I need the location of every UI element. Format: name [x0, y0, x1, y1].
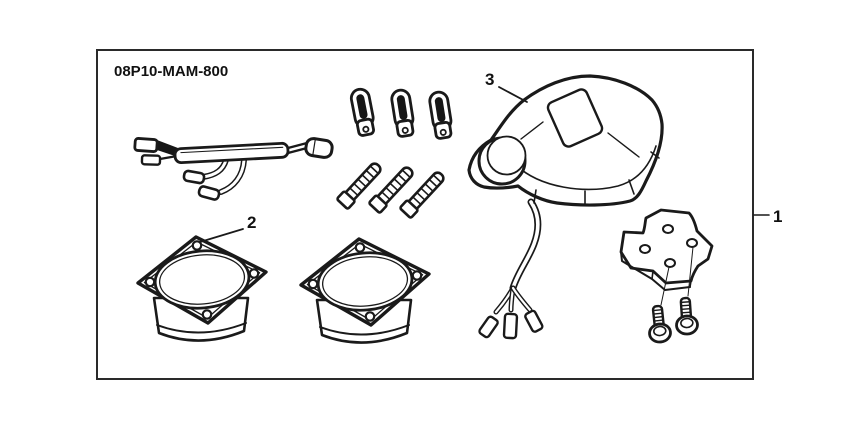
harness-terminal-b — [197, 185, 221, 201]
callout-2: 2 — [199, 213, 256, 243]
pod-wire-terminal-2 — [502, 312, 519, 340]
pod-wire-terminal-1 — [478, 315, 499, 339]
bracket-plate — [619, 208, 714, 285]
speaker-pod-unit — [467, 74, 664, 340]
harness-small-terminal — [140, 154, 162, 166]
callout-1: 1 — [753, 207, 782, 226]
callout-3-label: 3 — [485, 70, 494, 89]
harness-terminal-a — [182, 169, 206, 185]
callout-1-label: 1 — [773, 207, 782, 226]
callout-3: 3 — [485, 70, 528, 103]
harness-sleeve — [173, 141, 290, 165]
pod-wire-terminal-3 — [524, 309, 544, 333]
mounting-bracket — [619, 208, 714, 345]
pod-display-panel — [546, 88, 604, 148]
trim-clip-set — [348, 86, 455, 141]
harness-spade-terminal — [133, 137, 159, 153]
part-number-label: 08P10-MAM-800 — [114, 63, 228, 80]
callout-2-label: 2 — [247, 213, 256, 232]
wiring-sub-harness — [133, 137, 334, 201]
harness-wire-link — [157, 140, 178, 157]
harness-connector — [304, 137, 334, 159]
